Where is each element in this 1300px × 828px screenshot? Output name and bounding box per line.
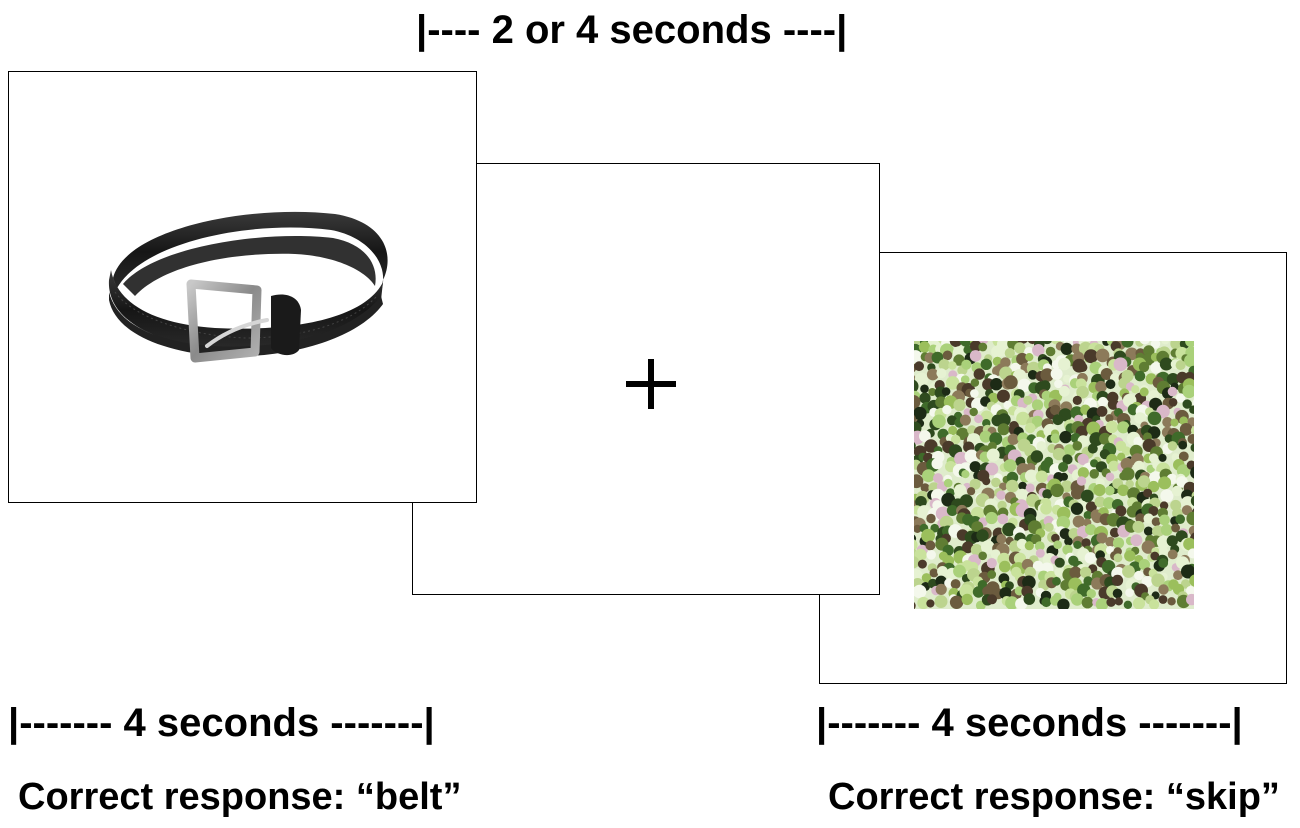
object-duration-label: |------- 4 seconds -------|	[8, 701, 435, 745]
plus-icon	[626, 359, 676, 409]
noise-pattern-icon	[914, 341, 1194, 609]
fixation-panel	[412, 163, 880, 595]
mask-panel	[819, 252, 1287, 684]
object-response-label: Correct response: “belt”	[18, 776, 462, 818]
fixation-duration-label: |---- 2 or 4 seconds ----|	[416, 8, 848, 52]
mask-response-label: Correct response: “skip”	[828, 776, 1280, 818]
object-panel	[8, 71, 477, 503]
belt-icon	[108, 211, 388, 363]
mask-duration-label: |------- 4 seconds -------|	[816, 701, 1243, 745]
